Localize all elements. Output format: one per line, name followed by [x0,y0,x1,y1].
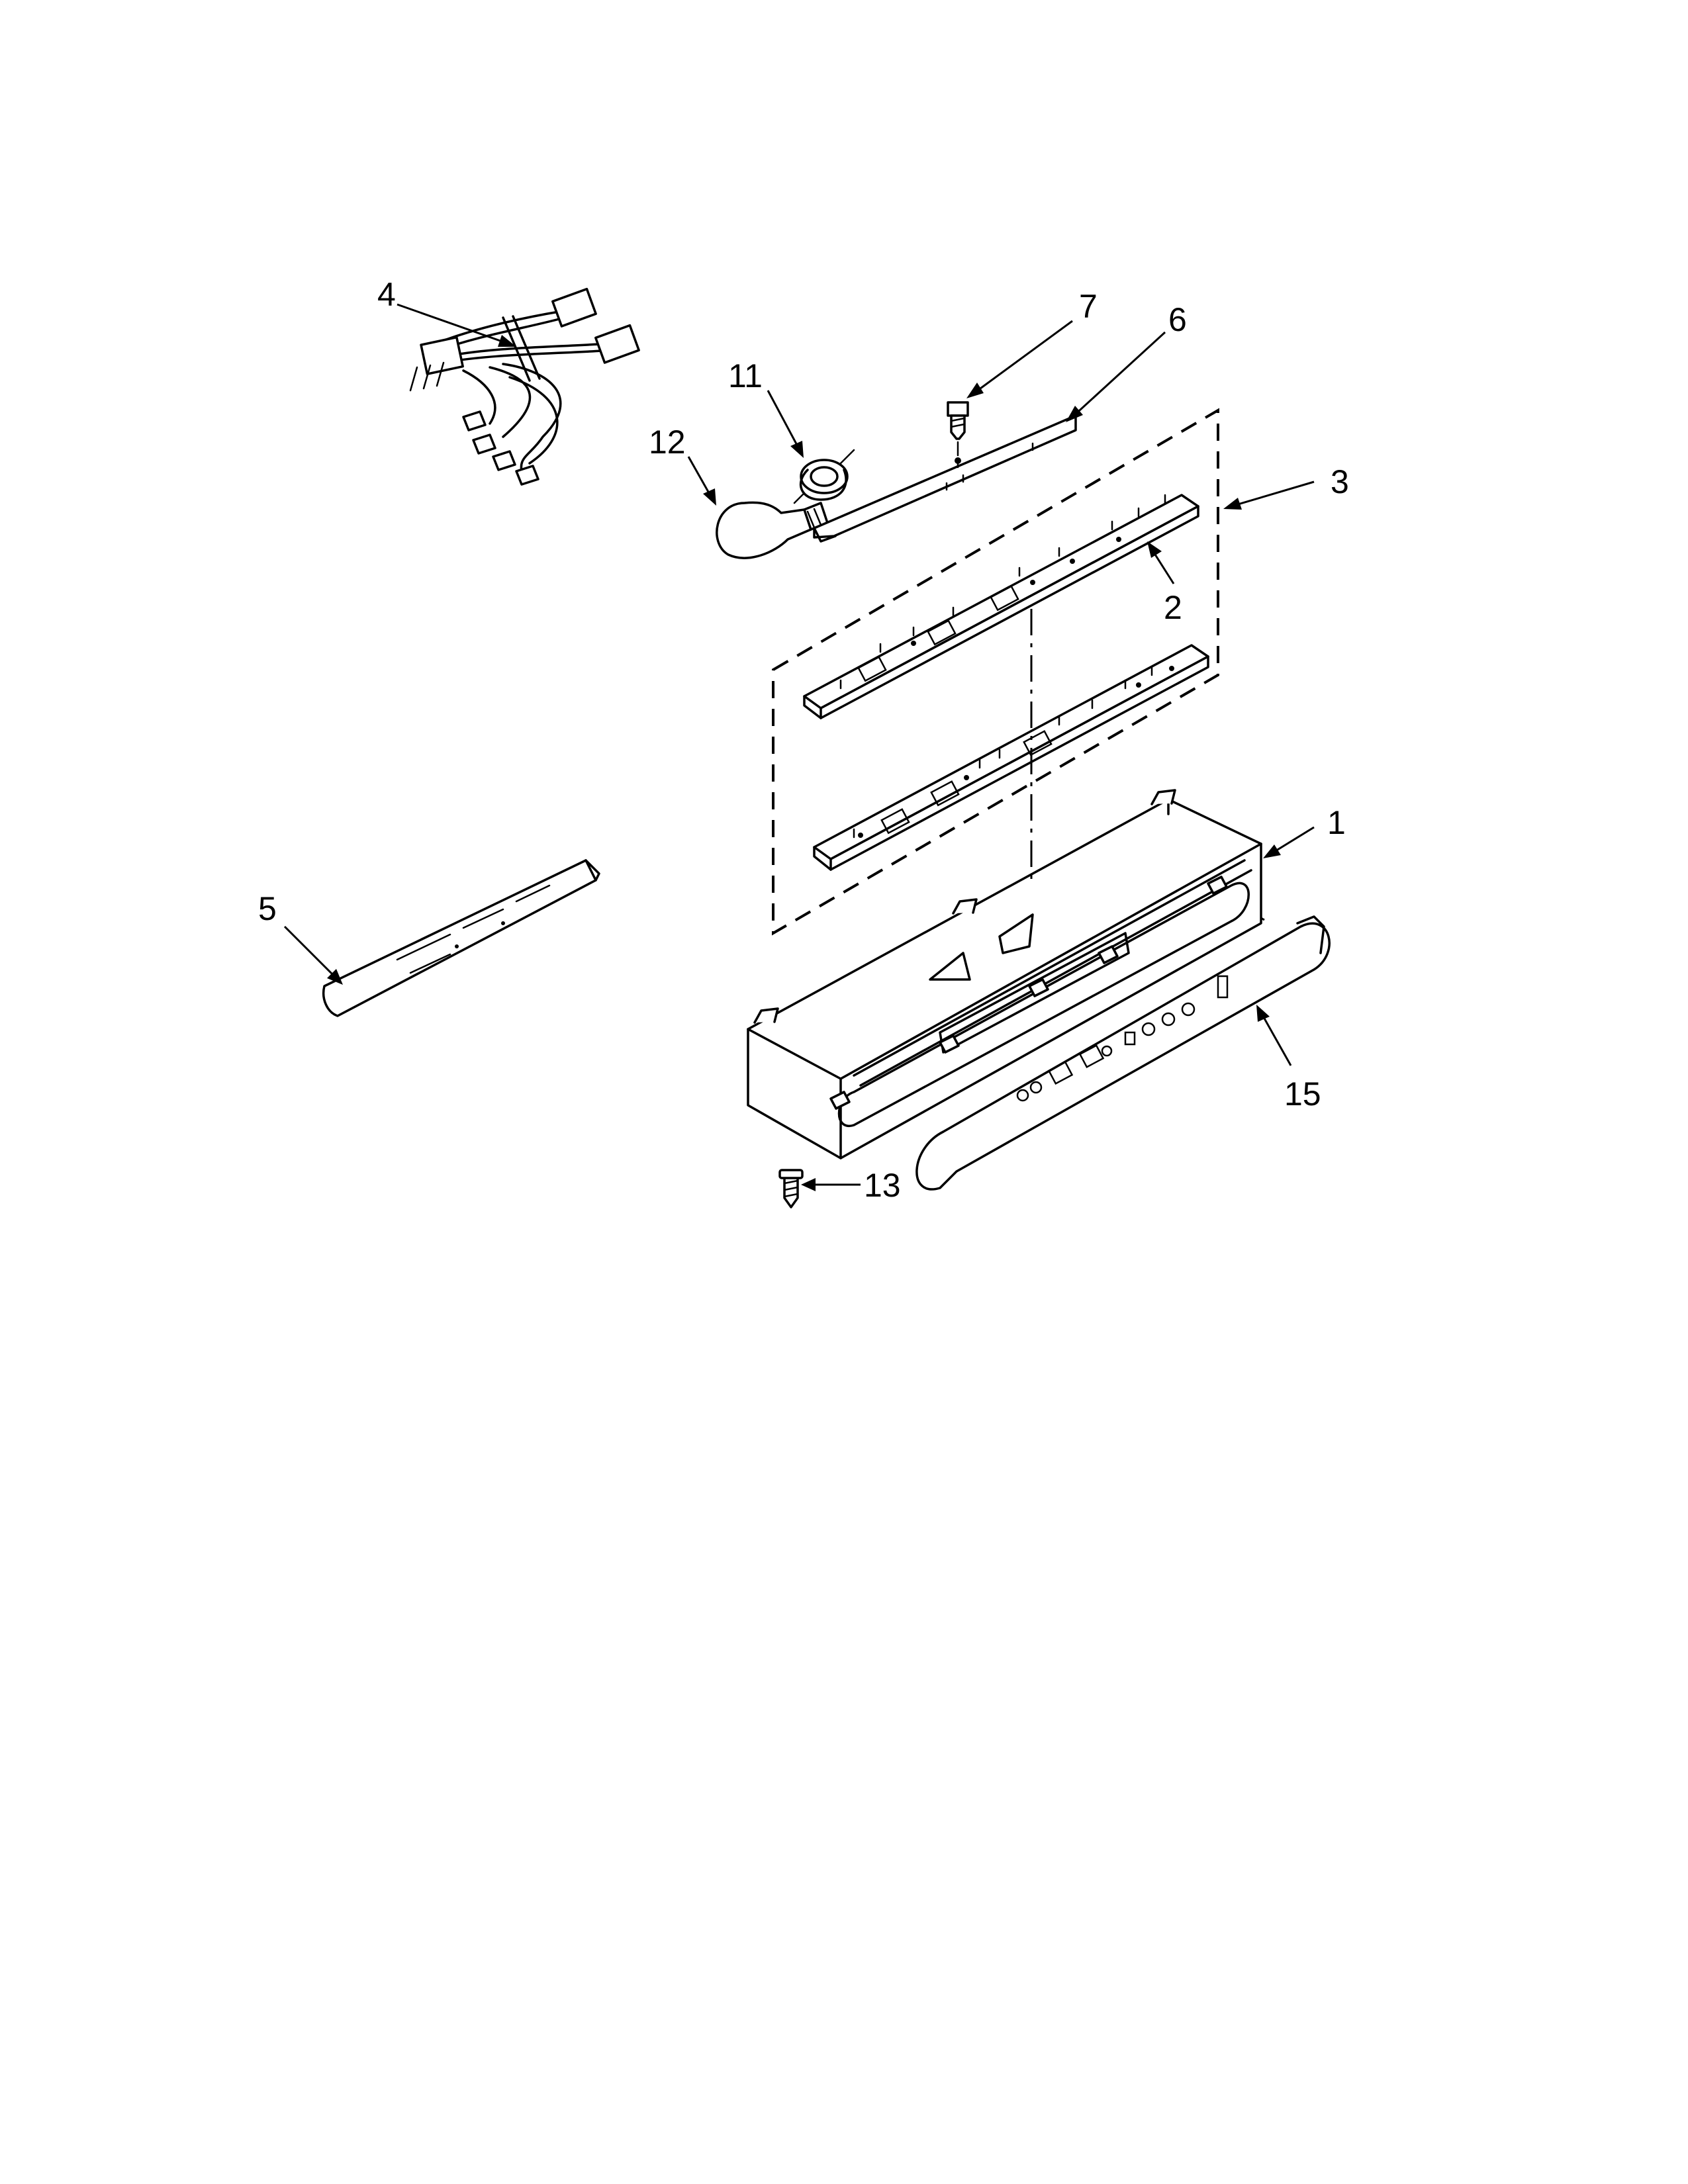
light-lens [322,859,600,1017]
screw-lower [778,1169,804,1208]
light-bulb [716,501,829,559]
screw-upper [947,401,969,469]
callout-7: 7 [1079,288,1098,325]
callout-11: 11 [728,357,763,394]
callout-5: 5 [258,890,277,927]
wire-harness [409,287,640,486]
callout-2: 2 [1164,589,1182,626]
callout-3: 3 [1331,463,1349,500]
lamp-socket [793,449,855,504]
cover-plate [813,414,1077,543]
callout-1: 1 [1327,804,1346,841]
control-board-lower [813,644,1209,871]
callout-15: 15 [1284,1075,1321,1113]
callout-12: 12 [649,424,686,461]
callout-labels: 4 7 6 11 12 3 2 1 15 13 5 [258,276,1349,1204]
control-board-upper [803,494,1199,719]
control-housing [747,789,1262,1160]
control-panel-overlay [915,915,1331,1191]
callout-13: 13 [864,1167,901,1204]
leader-lines [283,303,1315,1191]
callout-6: 6 [1168,301,1187,338]
board-assembly-outline [772,408,1219,936]
callout-4: 4 [377,276,396,313]
